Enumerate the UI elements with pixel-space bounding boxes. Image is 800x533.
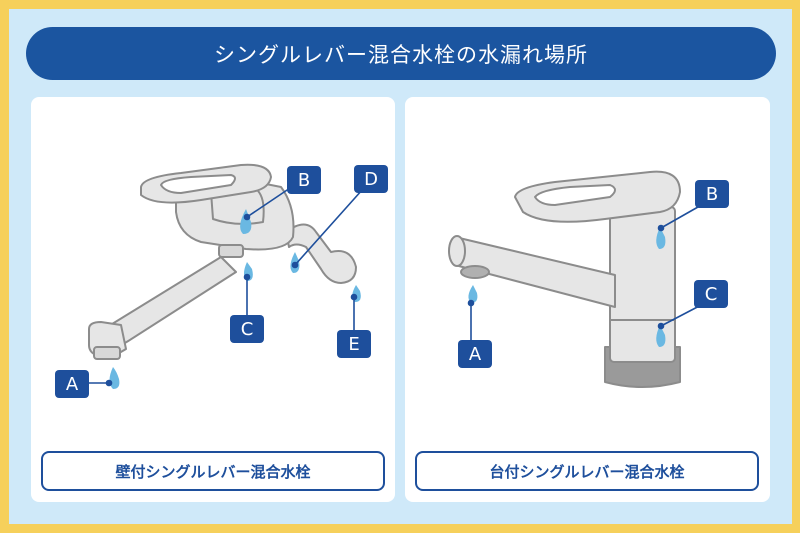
title-banner: シングルレバー混合水栓の水漏れ場所: [26, 27, 776, 80]
page-title: シングルレバー混合水栓の水漏れ場所: [214, 42, 588, 67]
marker-b: B: [287, 166, 321, 194]
wall-faucet-caption: 壁付シングルレバー混合水栓: [41, 451, 385, 491]
deck-faucet-panel: A B C 台付シングルレバー混合水栓: [405, 97, 770, 502]
marker-e: E: [337, 330, 371, 358]
background-frame: シングルレバー混合水栓の水漏れ場所: [9, 9, 792, 524]
wall-faucet-panel: A B C D E 壁付シングルレバー混合水栓: [31, 97, 395, 502]
deck-mounted-faucet-illustration: [448, 170, 706, 388]
deck-faucet-caption: 台付シングルレバー混合水栓: [415, 451, 759, 491]
marker-b: B: [695, 180, 729, 208]
marker-d: D: [354, 165, 388, 193]
marker-c: C: [230, 315, 264, 343]
marker-a: A: [55, 370, 89, 398]
wall-mounted-faucet-illustration: [88, 163, 372, 389]
marker-a: A: [458, 340, 492, 368]
marker-c: C: [694, 280, 728, 308]
